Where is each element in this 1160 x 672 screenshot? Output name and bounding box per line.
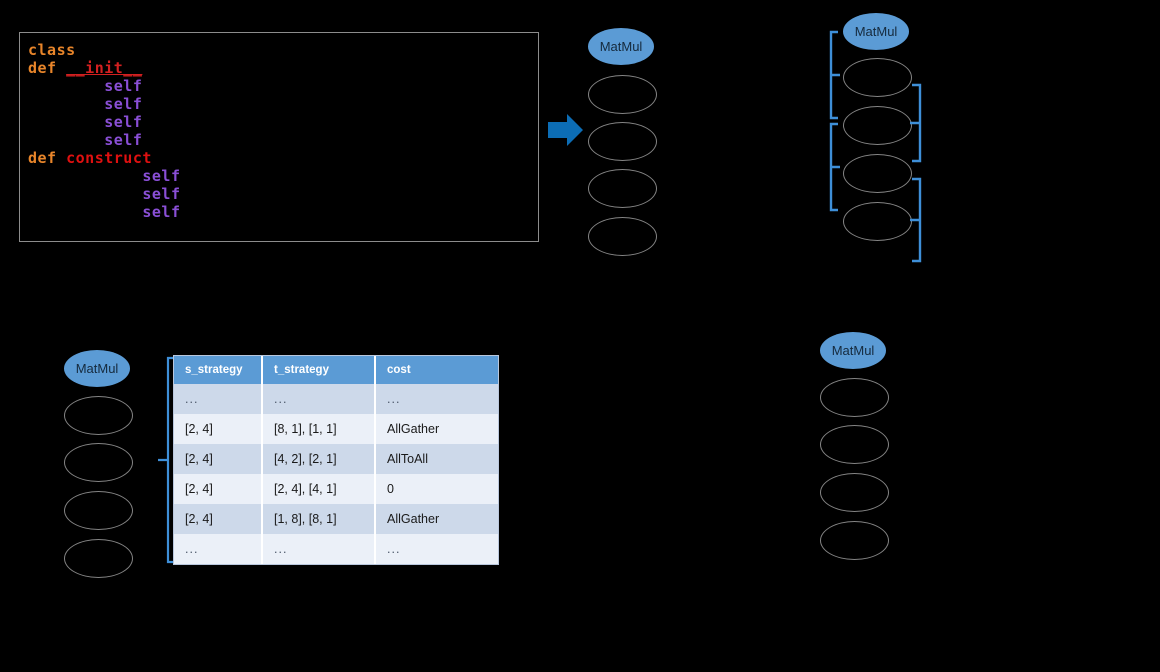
left-bracket-upper <box>828 30 842 212</box>
table-cell-t-strategy: [2, 4], [4, 1] <box>262 474 376 504</box>
table-cell-s-strategy: [2, 4] <box>174 504 263 534</box>
table-cell-t-strategy: [8, 1], [1, 1] <box>262 414 376 444</box>
column-header-cost[interactable]: cost <box>375 356 498 384</box>
code-line: def construct <box>28 149 538 167</box>
graph-node <box>64 491 133 530</box>
strategy-cost-table: s_strategy t_strategy cost .........[2, … <box>174 356 498 564</box>
code-token: self <box>142 167 181 185</box>
column-header-t-strategy[interactable]: t_strategy <box>262 356 376 384</box>
table-row[interactable]: ......... <box>174 534 498 564</box>
table-body: .........[2, 4][8, 1], [1, 1]AllGather[2… <box>174 384 498 564</box>
table-cell-s-strategy: [2, 4] <box>174 444 263 474</box>
code-token: self <box>104 77 143 95</box>
code-indent <box>28 203 142 221</box>
graph-node <box>588 217 657 256</box>
table-cell-cost: AllToAll <box>375 444 498 474</box>
code-token <box>57 149 67 167</box>
code-line: self <box>28 131 538 149</box>
table-cell-t-strategy: ... <box>262 534 376 564</box>
matmul-label: MatMul <box>599 39 643 54</box>
table-cell-t-strategy: [1, 8], [8, 1] <box>262 504 376 534</box>
matmul-label: MatMul <box>831 343 875 358</box>
matmul-node-bottom-left: MatMul <box>64 350 130 387</box>
matmul-node-top-right: MatMul <box>843 13 909 50</box>
code-line: self <box>28 113 538 131</box>
graph-node <box>588 75 657 114</box>
matmul-label: MatMul <box>75 361 119 376</box>
table-cell-s-strategy: [2, 4] <box>174 414 263 444</box>
matmul-label: MatMul <box>854 24 898 39</box>
graph-node <box>843 58 912 97</box>
code-token: class <box>28 41 76 59</box>
code-token: self <box>104 113 143 131</box>
graph-node <box>820 521 889 560</box>
graph-node <box>588 169 657 208</box>
column-header-s-strategy[interactable]: s_strategy <box>174 356 263 384</box>
code-token: self <box>104 95 143 113</box>
table-link-bracket <box>157 356 177 564</box>
graph-node <box>820 425 889 464</box>
right-bracket-upper <box>908 83 924 265</box>
code-line: self <box>28 77 538 95</box>
code-indent <box>28 95 104 113</box>
graph-node <box>843 106 912 145</box>
table-cell-cost: AllGather <box>375 504 498 534</box>
code-indent <box>28 185 142 203</box>
graph-node <box>64 539 133 578</box>
graph-node <box>820 473 889 512</box>
table-row[interactable]: [2, 4][1, 8], [8, 1]AllGather <box>174 504 498 534</box>
code-token: self <box>104 131 143 149</box>
table-head: s_strategy t_strategy cost <box>174 356 498 384</box>
graph-node <box>820 378 889 417</box>
table-cell-cost: AllGather <box>375 414 498 444</box>
matmul-node-bottom-right: MatMul <box>820 332 886 369</box>
table-header-row: s_strategy t_strategy cost <box>174 356 498 384</box>
code-token: def <box>28 59 57 77</box>
code-token: self <box>142 203 181 221</box>
code-indent <box>28 113 104 131</box>
code-token <box>57 59 67 77</box>
graph-node <box>843 202 912 241</box>
table-row[interactable]: [2, 4][2, 4], [4, 1]0 <box>174 474 498 504</box>
code-indent <box>28 77 104 95</box>
matmul-node-top-center: MatMul <box>588 28 654 65</box>
graph-node <box>843 154 912 193</box>
table-cell-cost: ... <box>375 384 498 414</box>
code-line: self <box>28 203 538 221</box>
graph-node <box>64 443 133 482</box>
table-cell-t-strategy: ... <box>262 384 376 414</box>
code-indent <box>28 167 142 185</box>
flow-arrow-right <box>548 112 584 148</box>
code-indent <box>28 131 104 149</box>
code-token: construct <box>66 149 152 167</box>
code-line: class <box>28 41 538 59</box>
table-cell-s-strategy: ... <box>174 384 263 414</box>
code-token: __init__ <box>66 59 143 77</box>
table-row[interactable]: ......... <box>174 384 498 414</box>
table-cell-cost: ... <box>375 534 498 564</box>
code-line: self <box>28 167 538 185</box>
code-line: self <box>28 95 538 113</box>
graph-node <box>588 122 657 161</box>
code-token: def <box>28 149 57 167</box>
table-cell-s-strategy: [2, 4] <box>174 474 263 504</box>
graph-node <box>64 396 133 435</box>
code-line: self <box>28 185 538 203</box>
table-cell-cost: 0 <box>375 474 498 504</box>
table-row[interactable]: [2, 4][4, 2], [2, 1]AllToAll <box>174 444 498 474</box>
table-row[interactable]: [2, 4][8, 1], [1, 1]AllGather <box>174 414 498 444</box>
code-token: self <box>142 185 181 203</box>
table-cell-s-strategy: ... <box>174 534 263 564</box>
code-line: def __init__ <box>28 59 538 77</box>
table-cell-t-strategy: [4, 2], [2, 1] <box>262 444 376 474</box>
